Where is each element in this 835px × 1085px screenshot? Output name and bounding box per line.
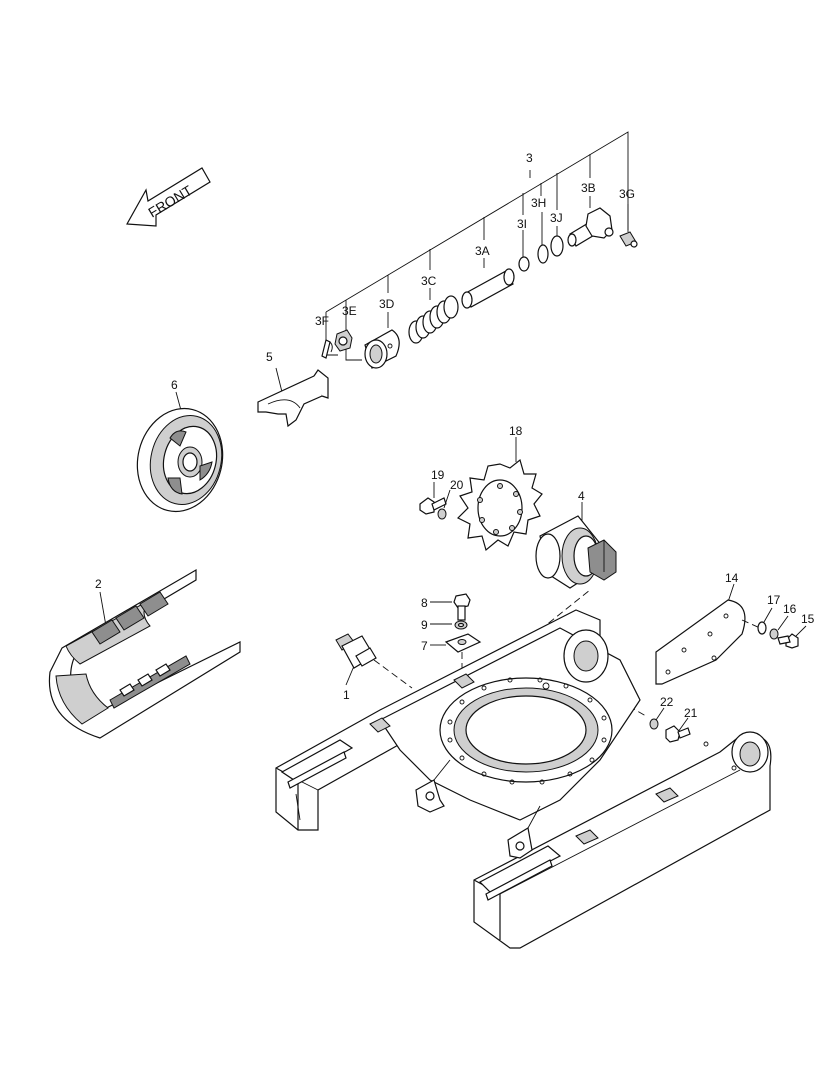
mount-pad-front xyxy=(369,717,391,733)
callout-17: 17 xyxy=(767,593,781,607)
part-3C-spring xyxy=(408,295,459,344)
mount-pad-lower xyxy=(575,829,599,845)
callout-5: 5 xyxy=(266,350,273,364)
callout-3J: 3J xyxy=(550,211,563,225)
callout-labels: 3 3F 3E 3D 3C 3A 3I 3H 3J 3B 3G 5 6 18 1… xyxy=(95,151,815,720)
callout-3B: 3B xyxy=(581,181,596,195)
part-6-idler-wheel xyxy=(136,391,224,513)
part-3A-rod xyxy=(461,268,515,309)
slewing-ring-bolt-holes xyxy=(447,677,607,785)
mount-pad-rear xyxy=(655,787,679,803)
callout-7: 7 xyxy=(421,639,428,653)
callout-18: 18 xyxy=(509,424,523,438)
callout-16: 16 xyxy=(783,602,797,616)
callout-3A: 3A xyxy=(475,244,490,258)
callout-6: 6 xyxy=(171,378,178,392)
part-5-fork-bracket xyxy=(257,367,329,428)
callout-8: 8 xyxy=(421,596,428,610)
part-3F-split-pin xyxy=(321,339,333,359)
callout-15: 15 xyxy=(801,612,815,626)
callout-3E: 3E xyxy=(342,304,357,318)
callout-21: 21 xyxy=(684,706,698,720)
track-frame xyxy=(275,589,772,949)
front-arrow: FRONT xyxy=(126,167,211,227)
part-4-travel-motor xyxy=(535,502,617,589)
callout-3H: 3H xyxy=(531,196,546,210)
part-9-washer xyxy=(430,620,468,630)
mount-pad-center xyxy=(453,673,475,689)
part-7-plate xyxy=(430,633,482,676)
part-17-washer xyxy=(757,607,773,635)
part-14-cover-plate xyxy=(655,583,761,685)
part-22-washer xyxy=(649,707,665,730)
callout-3G: 3G xyxy=(619,187,635,201)
callout-19: 19 xyxy=(431,468,445,482)
part-8-bolt xyxy=(430,593,471,621)
callout-9: 9 xyxy=(421,618,428,632)
callout-3I: 3I xyxy=(517,217,527,231)
part-20-washer xyxy=(437,489,451,520)
part-3H-3J-rings xyxy=(537,235,564,264)
part-1-cylinder xyxy=(335,633,413,689)
part-2-rubber-track xyxy=(48,568,241,739)
callout-leaders-3 xyxy=(325,131,629,361)
part-3G-grease-fitting xyxy=(619,231,638,248)
part-21-bolt xyxy=(665,717,691,743)
part-19-bolt xyxy=(419,482,447,515)
callout-3D: 3D xyxy=(379,297,395,311)
callout-3C: 3C xyxy=(421,274,437,288)
callout-14: 14 xyxy=(725,571,739,585)
callout-3: 3 xyxy=(526,151,533,165)
part-3I-o-ring xyxy=(518,256,530,272)
callout-20: 20 xyxy=(450,478,464,492)
callout-1: 1 xyxy=(343,688,350,702)
callout-3F: 3F xyxy=(315,314,329,328)
callout-2: 2 xyxy=(95,577,102,591)
part-3E-nut xyxy=(334,329,353,352)
part-3B-cylinder xyxy=(567,207,614,247)
callout-22: 22 xyxy=(660,695,674,709)
part-3D-bush xyxy=(364,329,400,369)
part-15-bolt xyxy=(777,625,807,649)
callout-4: 4 xyxy=(578,489,585,503)
part-18-sprocket xyxy=(456,437,543,552)
part-16-washer xyxy=(769,615,789,640)
